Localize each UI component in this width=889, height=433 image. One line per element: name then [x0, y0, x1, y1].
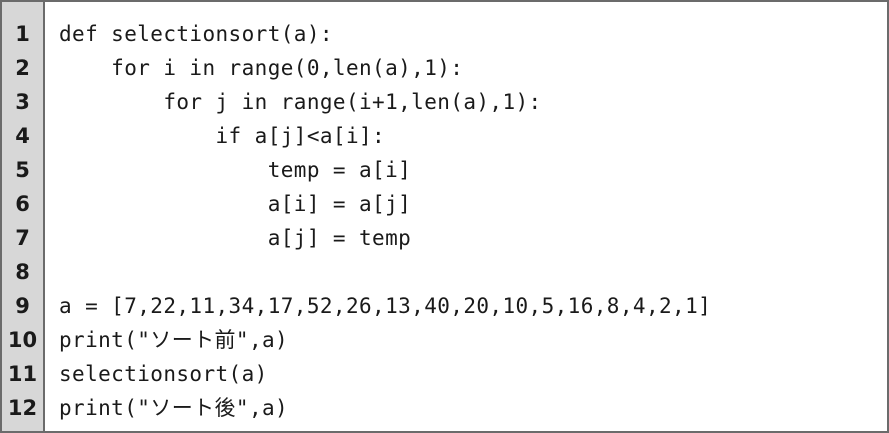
- line-number: 6: [15, 192, 30, 216]
- code-line: a[i] = a[j]: [59, 192, 412, 216]
- code-line: print("ソート後",a): [59, 396, 289, 420]
- code-line: temp = a[i]: [59, 158, 412, 182]
- code-line: a[j] = temp: [59, 226, 412, 250]
- line-number: 1: [15, 22, 30, 46]
- line-number: 4: [15, 124, 30, 148]
- line-number: 11: [7, 362, 38, 386]
- code-line: def selectionsort(a):: [59, 22, 333, 46]
- code-line: a = [7,22,11,34,17,52,26,13,40,20,10,5,1…: [59, 294, 712, 318]
- line-number: 5: [15, 158, 30, 182]
- line-number-gutter: 1 2 3 4 5 6 7 8 9 10 11 12: [2, 2, 45, 431]
- line-number: 8: [15, 260, 30, 284]
- line-number: 9: [15, 294, 30, 318]
- line-number: 10: [7, 328, 38, 352]
- code-line: if a[j]<a[i]:: [59, 124, 386, 148]
- line-number: 12: [7, 396, 38, 420]
- line-number: 7: [15, 226, 30, 250]
- line-number: 3: [15, 90, 30, 114]
- code-line: print("ソート前",a): [59, 328, 289, 352]
- code-line: selectionsort(a): [59, 362, 268, 386]
- code-line: for j in range(i+1,len(a),1):: [59, 90, 542, 114]
- code-line: for i in range(0,len(a),1):: [59, 56, 464, 80]
- line-number: 2: [15, 56, 30, 80]
